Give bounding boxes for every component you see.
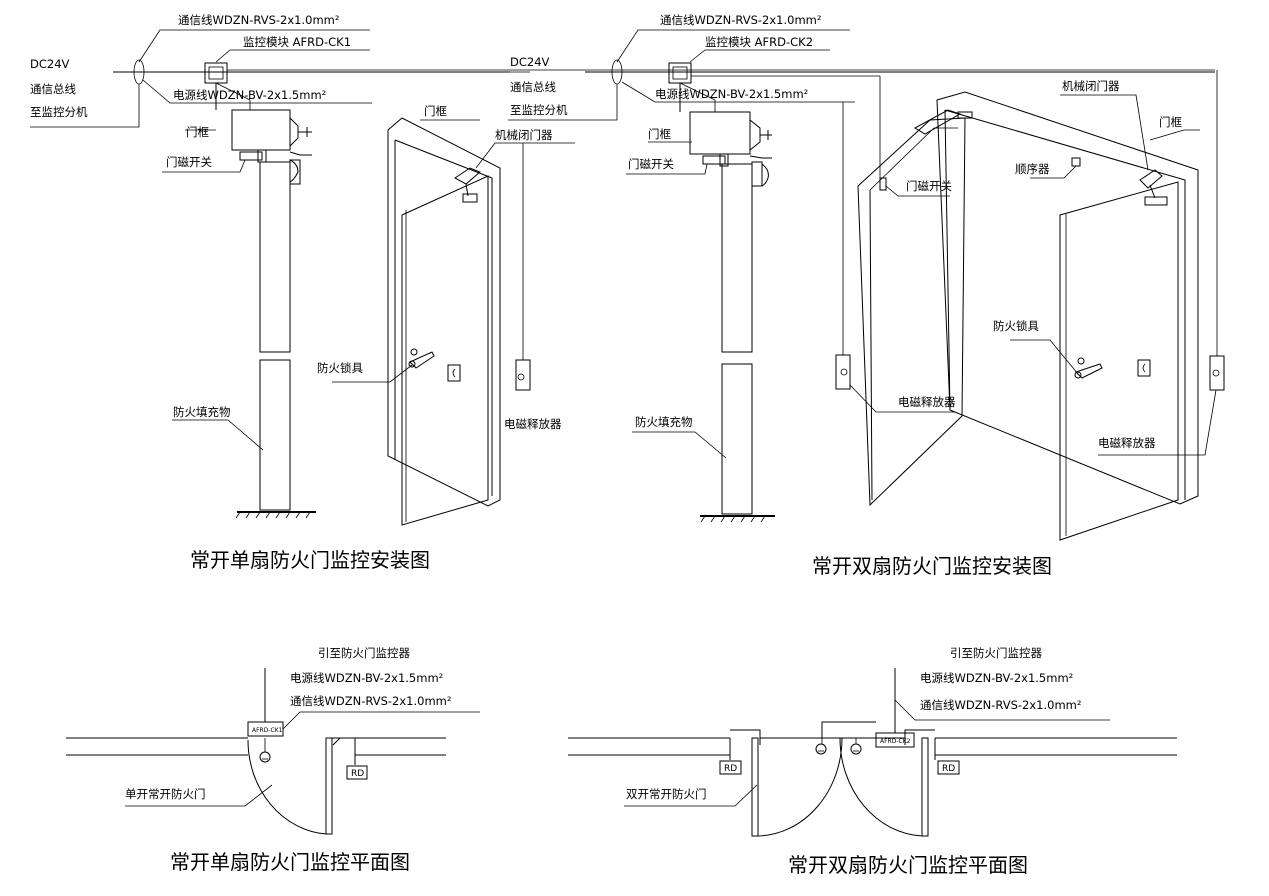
plan-single-power: 电源线WDZN-BV-2x1.5mm² — [290, 671, 443, 685]
door-frame-head — [231, 109, 291, 151]
mech-closer-label: 机械闭门器 — [495, 128, 553, 142]
door-frame-head-2 — [689, 111, 751, 155]
svg-text:RD: RD — [724, 764, 737, 774]
rd-tag-right — [937, 760, 960, 775]
frame2-label: 门框 — [424, 104, 447, 118]
mag-switch-plan — [259, 751, 271, 763]
em-releaser-left — [835, 354, 851, 390]
plan-double-power: 电源线WDZN-BV-2x1.5mm² — [920, 671, 1073, 685]
frame-label: 门框 — [186, 125, 209, 139]
door-frame-3d-2 — [936, 91, 1199, 505]
plan-double: AFRD-CK2 引至防火门监控器 电源线WDZN-BV-2x1.5mm² 通信… — [568, 646, 1177, 877]
door-leaf-plan — [325, 737, 333, 835]
module-ck2-tag: AFRD-CK2 — [880, 738, 911, 745]
mechanical-closer-right — [1139, 169, 1163, 189]
installation-single: DC24V 通信总线 至监控分机 通信线WDZN-RVS-2x1.0mm² 监控… — [30, 13, 575, 526]
fill-label: 防火填充物 — [173, 405, 231, 419]
to-panel-label: 至监控分机 — [30, 105, 88, 119]
svg-text:RD: RD — [351, 769, 364, 779]
monitor-module — [204, 62, 228, 84]
mag-switch-label: 门磁开关 — [166, 155, 212, 169]
door-leaf-left-plan — [751, 737, 759, 837]
module-label-2: 监控模块 AFRD-CK2 — [705, 35, 813, 49]
title-single-plan: 常开单扇防火门监控平面图 — [170, 850, 410, 874]
power-line-label: 电源线WDZN-BV-2x1.5mm² — [173, 88, 326, 102]
wall-fill-lower-2 — [721, 363, 753, 515]
wall-fill-lower — [259, 359, 291, 511]
door-swing-arc — [247, 739, 327, 835]
plan-single-door-label: 单开常开防火门 — [125, 787, 206, 801]
installation-double: DC24V 通信总线 至监控分机 通信线WDZN-RVS-2x1.0mm² 监控… — [508, 13, 1225, 541]
door-leaf-right-plan — [921, 737, 929, 837]
power-line-label-2: 电源线WDZN-BV-2x1.5mm² — [655, 87, 808, 101]
sequencer — [1071, 157, 1081, 167]
comm-line-label: 通信线WDZN-RVS-2x1.0mm² — [178, 13, 339, 27]
magnetic-switch — [239, 151, 263, 161]
plan-double-door-label: 双开常开防火门 — [626, 787, 707, 801]
door-frame-3d — [387, 117, 501, 507]
lock-label-2: 防火锁具 — [993, 319, 1039, 333]
sequencer-label: 顺序器 — [1015, 162, 1050, 176]
plan-double-lead: 引至防火门监控器 — [950, 646, 1042, 660]
plan-double-comm: 通信线WDZN-RVS-2x1.0mm² — [920, 698, 1081, 712]
mechanical-closer-left — [913, 109, 962, 135]
wall-fill-upper — [259, 161, 291, 353]
door-leaf-left — [857, 117, 966, 507]
frame2-label-2: 门框 — [1159, 115, 1182, 129]
plan-single-comm: 通信线WDZN-RVS-2x1.0mm² — [290, 694, 451, 708]
magnetic-switch-2 — [702, 155, 726, 165]
releaser-left-label: 电磁释放器 — [898, 395, 956, 409]
mag-switch-plan-right — [850, 743, 862, 755]
title-double-plan: 常开双扇防火门监控平面图 — [788, 853, 1028, 877]
door-leaf — [401, 175, 489, 526]
bus-label: 通信总线 — [30, 82, 76, 96]
plan-single: AFRD-CK1 引至防火门监控器 电源线WDZN-BV-2x1.5mm² 通信… — [66, 646, 480, 874]
mechanical-closer — [454, 167, 481, 185]
to-panel-label-2: 至监控分机 — [510, 103, 568, 117]
title-double-install: 常开双扇防火门监控安装图 — [812, 554, 1052, 578]
module-ck1-tag: AFRD-CK1 — [252, 727, 283, 734]
fire-lock — [409, 351, 435, 369]
releaser-right-label: 电磁释放器 — [1098, 436, 1156, 450]
magnetic-switch-left — [879, 177, 887, 191]
module-leader — [215, 49, 370, 63]
fire-lock-2 — [1075, 363, 1103, 379]
door-leaf-right — [1059, 181, 1179, 541]
power-line-leader — [142, 79, 372, 104]
leader-to-panel — [30, 84, 140, 128]
frame-label-2: 门框 — [648, 127, 671, 141]
module-label: 监控模块 AFRD-CK1 — [243, 35, 351, 49]
dc24v-label-2: DC24V — [510, 55, 550, 69]
rd-tag-left — [719, 760, 742, 775]
svg-text:RD: RD — [942, 764, 955, 774]
mech-closer-label-2: 机械闭门器 — [1062, 79, 1120, 93]
mag-switch-label-2: 门磁开关 — [628, 157, 674, 171]
rd-tag-plan — [346, 765, 368, 780]
comm-line-leader — [138, 29, 370, 63]
monitor-module-2 — [668, 62, 692, 84]
mag-switch-plan-left — [815, 743, 827, 755]
door-swing-right — [839, 737, 923, 837]
releaser-label: 电磁释放器 — [504, 417, 562, 431]
lock-label: 防火锁具 — [317, 361, 363, 375]
plan-single-lead: 引至防火门监控器 — [318, 646, 410, 660]
mag-switch2-label: 门磁开关 — [906, 179, 952, 193]
comm-line-label-2: 通信线WDZN-RVS-2x1.0mm² — [660, 13, 821, 27]
wall-fill-upper-2 — [721, 163, 753, 353]
dc24v-label: DC24V — [30, 57, 70, 71]
bus-label-2: 通信总线 — [510, 80, 556, 94]
title-single-install: 常开单扇防火门监控安装图 — [190, 548, 430, 572]
door-swing-left — [757, 737, 843, 837]
em-releaser-right — [1209, 355, 1225, 391]
fill-label-2: 防火填充物 — [635, 415, 693, 429]
